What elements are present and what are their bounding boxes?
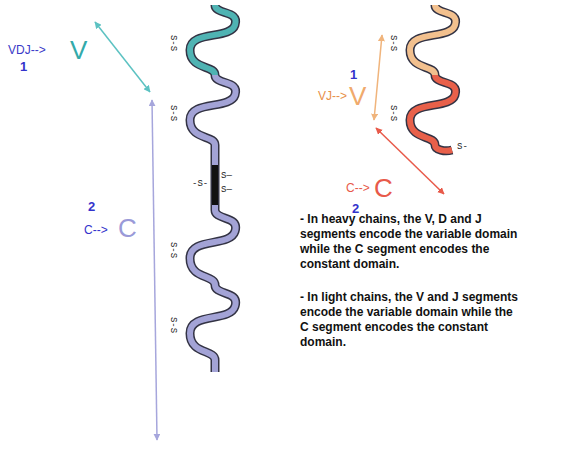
disulfide-bond: S-S	[387, 35, 397, 51]
chain-outline	[190, 5, 236, 75]
callout-number: 2	[88, 200, 95, 214]
disulfide-bond: S-S	[387, 105, 397, 121]
disulfide-bond: S-S	[167, 35, 177, 51]
variable-span-arrow	[95, 22, 150, 92]
domain-letter: V	[70, 36, 87, 65]
chain-outline	[190, 205, 236, 372]
chain-outline	[211, 165, 220, 205]
heavy-variable-domain	[190, 5, 236, 75]
hinge-region	[212, 165, 218, 205]
light-constant-domain	[410, 75, 456, 151]
disulfide-bond: S—	[221, 186, 232, 196]
domain-letter: C	[374, 174, 393, 203]
disulfide-bond: S-S	[167, 242, 177, 258]
heavy-constant-domain	[190, 75, 236, 165]
heavy-constant-domain	[190, 205, 236, 372]
disulfide-bond: S—	[221, 172, 232, 182]
light-variable-domain	[410, 5, 456, 75]
disulfide-bond: -S-	[192, 180, 208, 190]
chain-outline	[410, 75, 456, 151]
disulfide-bond: S-S	[167, 105, 177, 121]
chain-outline	[410, 5, 456, 75]
variable-span-arrow	[374, 35, 382, 120]
segment-arrow-label: C-->	[346, 182, 370, 195]
disulfide-bond: S-	[457, 143, 468, 153]
segment-arrow-label: VDJ-->	[8, 44, 46, 57]
disulfide-bond: S-S	[167, 317, 177, 333]
segment-arrow-label: C-->	[84, 224, 108, 237]
callout-number: 1	[20, 60, 27, 74]
constant-span-arrow	[152, 100, 157, 440]
domain-letter: V	[349, 82, 366, 111]
domain-letter: C	[118, 214, 137, 243]
chain-outline	[190, 75, 236, 165]
callout-number: 1	[350, 68, 357, 82]
note-text: - In heavy chains, the V, D and J segmen…	[300, 212, 520, 272]
note-text: - In light chains, the V and J segments …	[300, 290, 520, 350]
segment-arrow-label: VJ-->	[318, 90, 347, 103]
